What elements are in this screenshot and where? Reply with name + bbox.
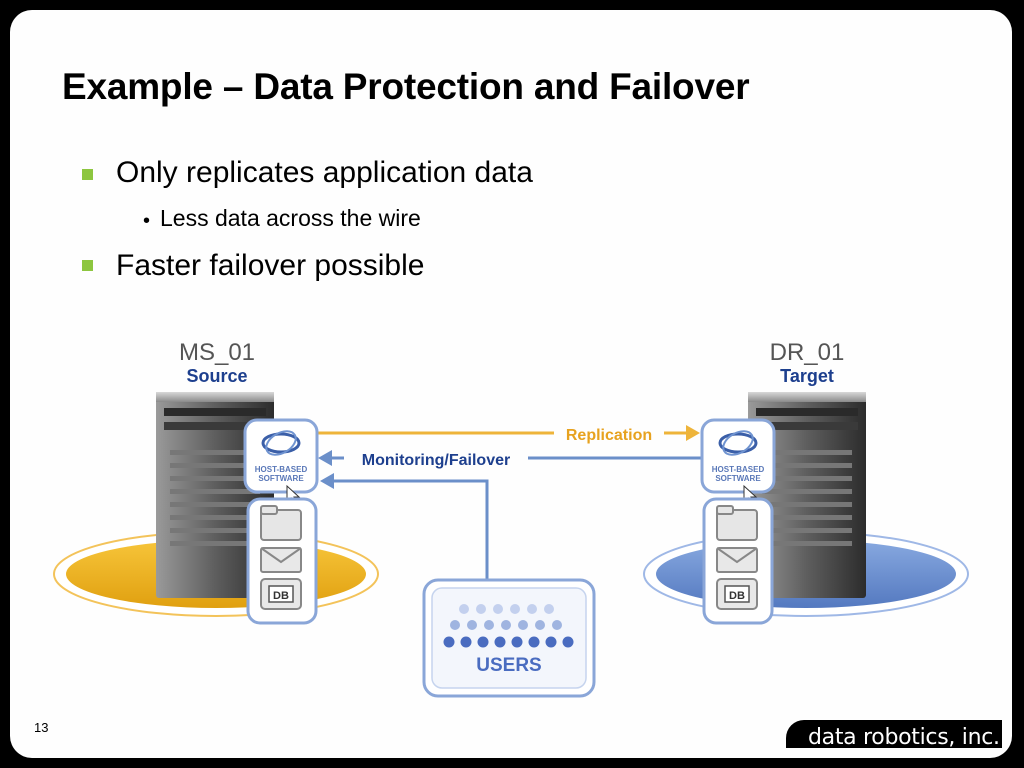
target-mail-icon [716,547,758,573]
software-label-bottom: SOFTWARE [715,474,761,483]
page-number: 13 [34,720,49,735]
footer-bar [786,720,1002,748]
replication-label: Replication [566,427,652,444]
target-database-icon: DB [716,578,758,610]
software-label-top: HOST-BASED [255,465,308,474]
bullet-dot-icon: • [143,210,151,232]
bullet-item: Faster failover possible [116,249,425,282]
source-database-icon: DB [260,578,302,610]
target-host-software-icon: HOST-BASED SOFTWARE [700,418,776,494]
software-label-bottom: SOFTWARE [258,474,304,483]
slide-title: Example – Data Protection and Failover [62,66,750,107]
source-mail-icon [260,547,302,573]
target-server-icon [748,392,866,598]
target-name-label: DR_01 [770,339,845,366]
users-label: USERS [476,655,541,676]
bullet-item: Only replicates application data [116,156,533,189]
users-connection-arrow [320,473,489,580]
source-db-label: DB [273,590,289,602]
source-folder-icon [260,505,302,541]
monitoring-failover-label: Monitoring/Failover [362,452,510,469]
target-role-label: Target [780,366,834,386]
bullet-square-icon [82,260,93,271]
users-crowd-icon [443,604,574,648]
source-host-software-icon: HOST-BASED SOFTWARE [243,418,319,494]
brand-logo-text: data robotics, inc. [808,725,1000,750]
bullet-square-icon [82,169,93,180]
target-db-label: DB [729,590,745,602]
source-role-label: Source [186,366,247,386]
software-label-top: HOST-BASED [712,465,765,474]
target-folder-icon [716,505,758,541]
sub-bullet-item: Less data across the wire [160,205,421,231]
source-name-label: MS_01 [179,339,255,366]
